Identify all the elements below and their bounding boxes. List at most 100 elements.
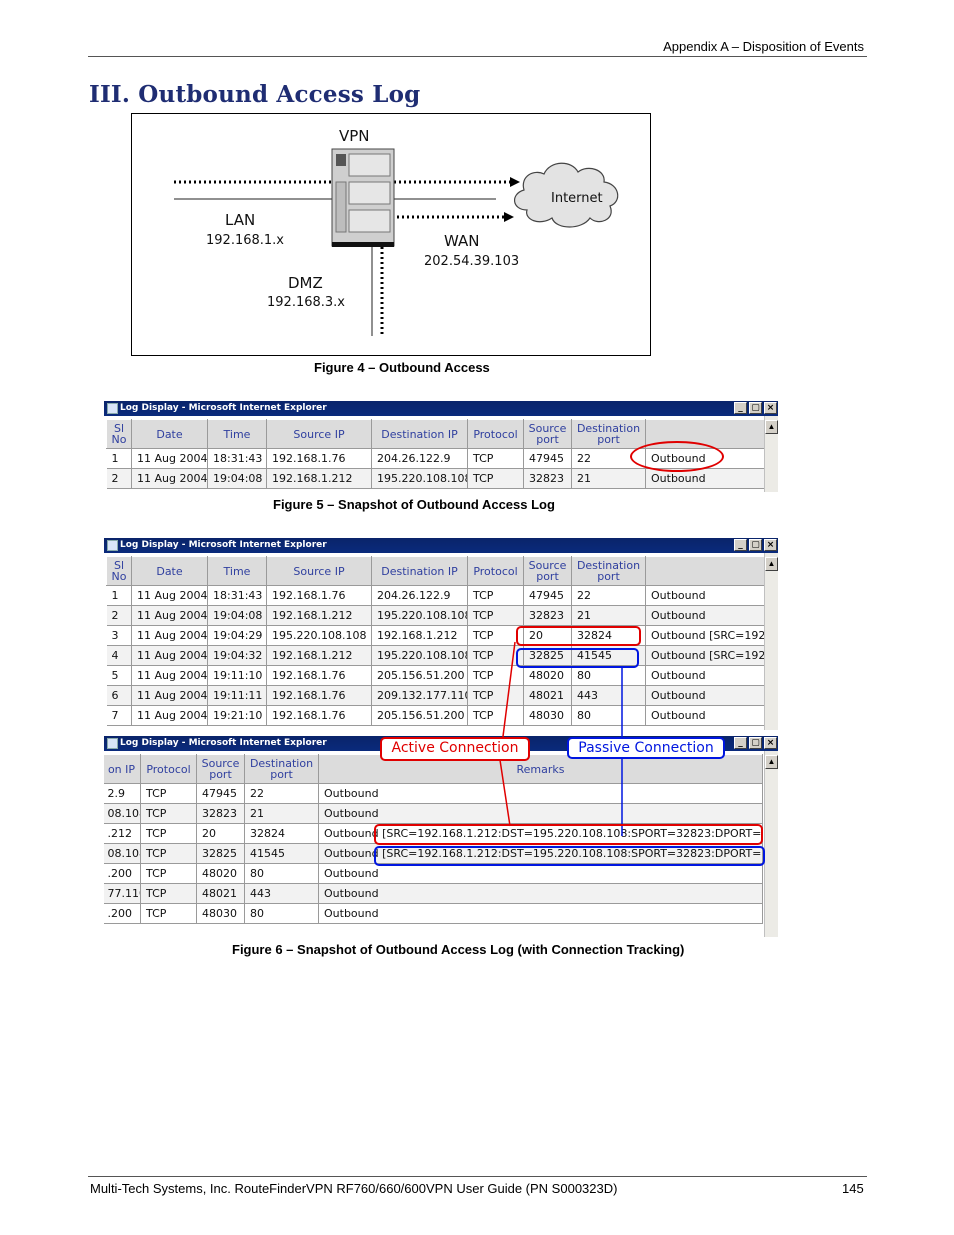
column-header[interactable]: Source port bbox=[523, 556, 572, 586]
column-header[interactable]: Protocol bbox=[467, 419, 524, 449]
table-cell: 5 bbox=[106, 665, 132, 686]
scroll-up-icon[interactable]: ▲ bbox=[765, 755, 778, 769]
table-cell: 32823 bbox=[523, 605, 572, 626]
scroll-up-icon[interactable]: ▲ bbox=[765, 420, 778, 434]
maximize-button[interactable]: ▢ bbox=[749, 539, 762, 551]
remarks-column-header[interactable] bbox=[645, 556, 766, 586]
table-cell: 32823 bbox=[523, 468, 572, 489]
table-cell: 19:04:29 bbox=[207, 625, 267, 646]
close-button[interactable]: × bbox=[764, 539, 777, 551]
column-header[interactable]: Source IP bbox=[266, 556, 372, 586]
lan-label: LAN bbox=[225, 211, 256, 229]
active-connection-callout: Active Connection bbox=[380, 737, 530, 761]
table-cell: TCP bbox=[140, 883, 197, 904]
table-cell: 18:31:43 bbox=[207, 585, 267, 606]
scroll-up-icon[interactable]: ▲ bbox=[765, 557, 778, 571]
column-header[interactable]: Destination port bbox=[571, 419, 646, 449]
table-cell: 2 bbox=[106, 605, 132, 626]
internet-label: Internet bbox=[551, 191, 603, 206]
table-cell: 80 bbox=[571, 705, 646, 726]
vertical-scrollbar[interactable]: ▲ bbox=[764, 751, 778, 937]
table-cell: 48020 bbox=[196, 863, 245, 884]
table-cell: TCP bbox=[140, 783, 197, 804]
column-header[interactable]: Protocol bbox=[140, 754, 197, 784]
table-cell: 19:04:32 bbox=[207, 645, 267, 666]
table-cell: 48021 bbox=[523, 685, 572, 706]
close-button[interactable]: × bbox=[764, 737, 777, 749]
table-cell: 48030 bbox=[196, 903, 245, 924]
table-cell: 195.220.108.108 bbox=[371, 645, 468, 666]
column-header[interactable]: Destination port bbox=[244, 754, 319, 784]
maximize-button[interactable]: ▢ bbox=[749, 737, 762, 749]
table-cell: TCP bbox=[140, 863, 197, 884]
close-button[interactable]: × bbox=[764, 402, 777, 414]
table-cell: 3 bbox=[106, 625, 132, 646]
window-title: Log Display - Microsoft Internet Explore… bbox=[120, 403, 327, 413]
table-cell: 192.168.1.76 bbox=[266, 585, 372, 606]
table-cell: TCP bbox=[467, 705, 524, 726]
column-header[interactable]: Date bbox=[131, 556, 208, 586]
column-header[interactable]: Protocol bbox=[467, 556, 524, 586]
table-cell: 11 Aug 2004 bbox=[131, 468, 208, 489]
table-cell: TCP bbox=[467, 665, 524, 686]
table-cell: 08.108 bbox=[104, 803, 141, 824]
log-window-fig6-top: Log Display - Microsoft Internet Explore… bbox=[104, 538, 778, 730]
table-cell: 11 Aug 2004 bbox=[131, 625, 208, 646]
column-header[interactable]: Source port bbox=[196, 754, 245, 784]
column-header[interactable]: Destination IP bbox=[371, 419, 468, 449]
column-header[interactable]: Date bbox=[131, 419, 208, 449]
ie-icon bbox=[107, 403, 118, 414]
table-cell: Outbound bbox=[318, 863, 763, 884]
table-cell: 192.168.1.76 bbox=[266, 665, 372, 686]
table-cell: 4 bbox=[106, 645, 132, 666]
vertical-scrollbar[interactable]: ▲ bbox=[764, 416, 778, 492]
column-header[interactable]: Destination IP bbox=[371, 556, 468, 586]
table-cell: .200 bbox=[104, 863, 141, 884]
table-cell: 443 bbox=[571, 685, 646, 706]
table-cell: 32823 bbox=[196, 803, 245, 824]
column-header[interactable]: on IP bbox=[104, 754, 141, 784]
network-diagram-svg bbox=[174, 148, 619, 336]
minimize-button[interactable]: _ bbox=[734, 737, 747, 749]
table-cell: 19:11:10 bbox=[207, 665, 267, 686]
column-header[interactable]: Sl No bbox=[106, 556, 132, 586]
column-header[interactable]: Sl No bbox=[106, 419, 132, 449]
minimize-button[interactable]: _ bbox=[734, 402, 747, 414]
column-header[interactable]: Time bbox=[207, 556, 267, 586]
table-cell: Outbound bbox=[645, 585, 766, 606]
table-cell: Outbound bbox=[645, 705, 766, 726]
table-cell: 11 Aug 2004 bbox=[131, 448, 208, 469]
table-cell: 48021 bbox=[196, 883, 245, 904]
table-cell: 6 bbox=[106, 685, 132, 706]
outbound-highlight-oval bbox=[630, 441, 724, 472]
column-header[interactable]: Time bbox=[207, 419, 267, 449]
table-cell: 2 bbox=[106, 468, 132, 489]
table-cell: TCP bbox=[140, 803, 197, 824]
vertical-scrollbar[interactable]: ▲ bbox=[764, 553, 778, 730]
table-cell: 47945 bbox=[523, 448, 572, 469]
column-header[interactable]: Source port bbox=[523, 419, 572, 449]
table-cell: 32825 bbox=[523, 645, 572, 666]
column-header[interactable]: Destination port bbox=[571, 556, 646, 586]
table-cell: 20 bbox=[196, 823, 245, 844]
table-cell: 2.9 bbox=[104, 783, 141, 804]
table-cell: Outbound [SRC=192.1 bbox=[645, 625, 766, 646]
figure5-caption: Figure 5 – Snapshot of Outbound Access L… bbox=[273, 497, 555, 512]
table-cell: TCP bbox=[467, 585, 524, 606]
passive-connection-box-top bbox=[516, 648, 639, 668]
table-cell: 192.168.1.76 bbox=[266, 448, 372, 469]
section-title: III. Outbound Access Log bbox=[89, 81, 421, 108]
minimize-button[interactable]: _ bbox=[734, 539, 747, 551]
column-header[interactable]: Source IP bbox=[266, 419, 372, 449]
table-cell: Outbound bbox=[318, 783, 763, 804]
table-cell: Outbound bbox=[318, 883, 763, 904]
maximize-button[interactable]: ▢ bbox=[749, 402, 762, 414]
